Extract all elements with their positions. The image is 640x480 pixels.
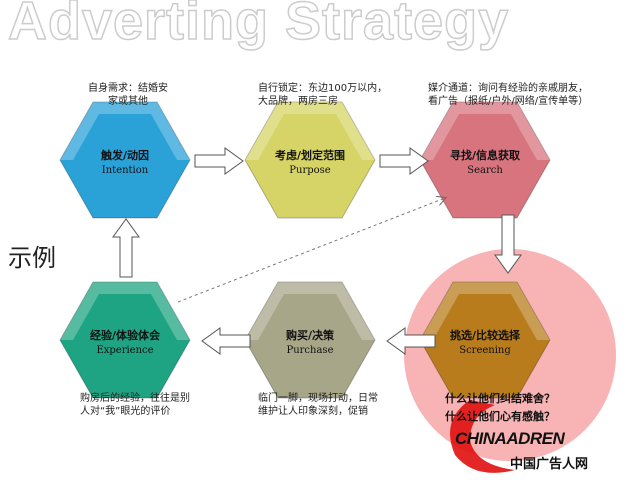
step-note-purchase: 临门一脚，现场打动，日常 维护让人印象深刻，促销: [258, 393, 378, 417]
step-note-experience: 购房后的经验，往往是别 人对“我”眼光的评价: [80, 393, 190, 417]
step-label-intention: 触发/动因 Intention: [60, 148, 190, 178]
step-en: Experience: [96, 345, 154, 356]
arrow-up: [112, 218, 140, 278]
arrow-left-2: [201, 327, 251, 355]
step-label-search: 寻找/信息获取 Search: [420, 148, 550, 178]
question-1: 什么让他们纠结难舍？: [445, 392, 555, 405]
step-note-intention: 自身需求：结婚安 家或其他: [88, 83, 168, 107]
hexagon-experience: [59, 281, 191, 399]
question-2: 什么让他们心有感触？: [445, 410, 555, 423]
arrow-down: [494, 214, 522, 274]
step-cn: 购买/决策: [285, 329, 335, 342]
step-cn: 寻找/信息获取: [449, 149, 521, 162]
step-en: Screening: [459, 345, 511, 356]
example-label: 示例: [8, 244, 56, 272]
step-note-search: 媒介通道：询问有经验的亲戚朋友， 看广告（报纸/户外/网络/宣传单等）: [428, 83, 589, 107]
hexagon-bevel: [420, 282, 550, 340]
arrow-right-2: [379, 147, 429, 175]
step-en: Intention: [101, 165, 149, 176]
page-title: Adverting Strategy: [7, 0, 510, 52]
arrow-left-1: [386, 327, 436, 355]
hexagon-bevel: [60, 282, 190, 340]
step-cn: 触发/动因: [100, 149, 150, 162]
step-label-purchase: 购买/决策 Purchase: [245, 328, 375, 358]
hexagon-bevel: [245, 282, 375, 340]
step-label-purpose: 考虑/划定范围 Purpose: [245, 148, 375, 178]
step-label-screening: 挑选/比较选择 Screening: [420, 328, 550, 358]
step-label-experience: 经验/体验体会 Experience: [60, 328, 190, 358]
hexagon-bevel: [420, 102, 550, 160]
step-cn: 经验/体验体会: [89, 329, 161, 342]
hexagon-bevel: [60, 102, 190, 160]
step-en: Purchase: [286, 345, 334, 356]
step-cn: 考虑/划定范围: [274, 149, 346, 162]
arrow-right-1: [194, 147, 244, 175]
watermark-brand: CHINAADREN: [455, 429, 565, 448]
watermark-cn: 中国广告人网: [510, 457, 589, 472]
hexagon-bevel: [245, 102, 375, 160]
step-en: Purpose: [289, 165, 331, 176]
hexagon-intention: [59, 101, 191, 219]
step-cn: 挑选/比较选择: [449, 329, 521, 342]
hexagon-purpose: [244, 101, 376, 219]
step-note-purpose: 自行锁定：东边100万以内， 大品牌，两房三房: [258, 83, 388, 107]
step-en: Search: [467, 165, 503, 176]
brush-stroke-logo: [450, 400, 515, 473]
